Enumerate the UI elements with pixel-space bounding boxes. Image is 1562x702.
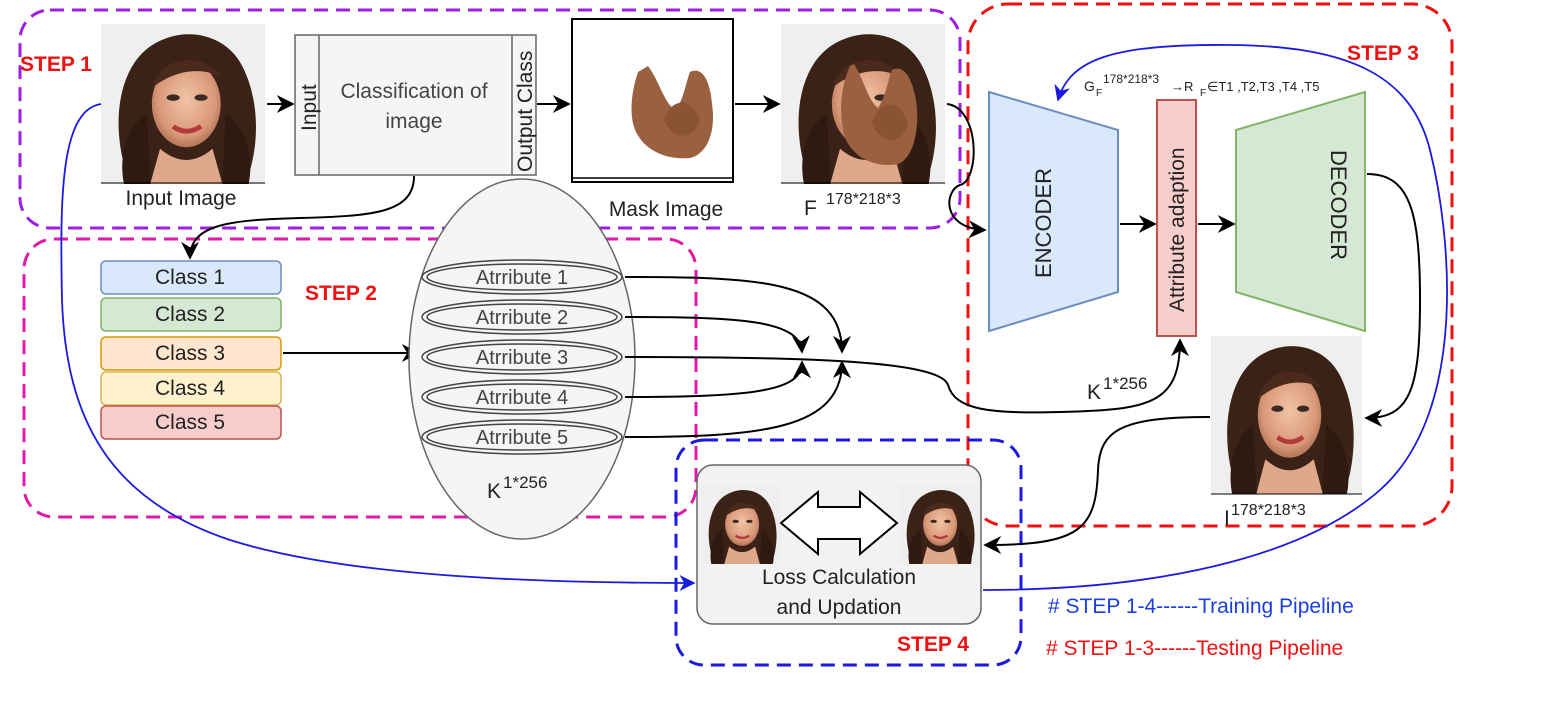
step3-region: [966, 2, 1454, 528]
masked-image-letter: F: [804, 197, 817, 220]
attribute-label: Atrribute 2: [476, 307, 568, 329]
output-image: [1211, 336, 1362, 494]
decoder-label: DECODER: [1326, 150, 1351, 260]
mask-image: [571, 18, 734, 183]
step3-label: STEP 3: [1347, 42, 1419, 65]
classifier-output-label: Output Class: [514, 51, 537, 172]
classifier-input-label: Input: [298, 84, 321, 131]
attribute-k-sup: 1*256: [503, 473, 547, 492]
attribute-label: Atrribute 5: [476, 427, 568, 449]
encoder-block: [988, 90, 1119, 333]
step4-label: STEP 4: [897, 633, 969, 656]
encoder-label: ENCODER: [1031, 168, 1056, 278]
output-image-letter: I: [1224, 507, 1230, 530]
class-box-1: Class 1: [100, 260, 282, 295]
compare-double-arrow: [779, 489, 899, 557]
attribute-item-3: Atrribute 3: [421, 339, 623, 375]
arrow-masked-to-encoder: [946, 103, 987, 239]
formula-rest: ∈T1 ,T2,T3 ,T4 ,T5: [1207, 79, 1319, 94]
formula-g: G: [1084, 78, 1095, 94]
attribute-k-letter: K: [487, 480, 501, 503]
output-image-label: I: [1224, 507, 1230, 530]
testing-pipeline-note: # STEP 1-3------Testing Pipeline: [1046, 637, 1343, 660]
masked-face-image: [781, 24, 945, 184]
attribute-label: Atrribute 3: [476, 347, 568, 369]
output-image-sup: 178*218*3: [1231, 502, 1306, 519]
attribute-adaption-block: [1156, 99, 1197, 337]
loss-label-line2: and Updation: [777, 596, 902, 619]
class-box-3: Class 3: [100, 336, 282, 371]
attribute-item-1: Atrribute 1: [421, 259, 623, 295]
arrow-output-to-loss: [983, 416, 1211, 554]
attribute-item-5: Atrribute 5: [421, 419, 623, 455]
step4-region: [674, 438, 1023, 667]
step3-k-sup: 1*256: [1103, 374, 1147, 393]
attribute-label: Atrribute 4: [476, 387, 568, 409]
formula-r-sub: F: [1200, 88, 1206, 99]
class-label: Class 4: [155, 377, 225, 400]
attribute-adaption-label: Attribute adaption: [1166, 147, 1189, 312]
classifier-block: [294, 34, 537, 176]
attribute-list: Atrribute 1 Atrribute 2 Atrribute 3 Atrribu…: [421, 259, 623, 455]
classifier-title-line2: image: [385, 110, 442, 133]
decoder-block: [1235, 90, 1366, 333]
formula-g-letter: G: [1084, 78, 1095, 94]
class-label: Class 2: [155, 303, 225, 326]
class-list: Class 1 Class 2 Class 3 Class 4 Class 5: [100, 260, 282, 440]
input-image: [101, 24, 265, 184]
step3-k-label: K: [1087, 381, 1101, 404]
formula-g-sup: 178*218*3: [1103, 72, 1159, 86]
class-label: Class 3: [155, 342, 225, 365]
arrow-decoder-to-output: [1364, 173, 1422, 427]
formula-g-sub: F: [1096, 88, 1102, 99]
class-box-4: Class 4: [100, 371, 282, 406]
step1-label: STEP 1: [20, 53, 92, 76]
training-loss-to-adaption-line: [982, 44, 1448, 591]
classifier-title-line1: Classification of: [340, 80, 487, 103]
attribute-aggregation-arrows: [624, 276, 1189, 438]
attribute-label: Atrribute 1: [476, 267, 568, 289]
mask-image-label: Mask Image: [609, 198, 723, 221]
loss-label-line1: Loss Calculation: [762, 566, 916, 589]
class-label: Class 5: [155, 411, 225, 434]
training-input-to-loss-line: [60, 103, 696, 592]
attribute-item-2: Atrribute 2: [421, 299, 623, 335]
masked-image-label: F: [804, 197, 817, 220]
formula-arrow-r: →R: [1171, 79, 1193, 94]
step2-label: STEP 2: [305, 282, 377, 305]
masked-image-sup: 178*218*3: [826, 191, 901, 208]
arrow-classifier-to-classes: [181, 175, 415, 260]
class-box-5: Class 5: [100, 405, 282, 440]
class-label: Class 1: [155, 266, 225, 289]
loss-output-image: [896, 483, 981, 566]
attribute-item-4: Atrribute 4: [421, 379, 623, 415]
class-box-2: Class 2: [100, 297, 282, 332]
input-image-label: Input Image: [126, 187, 237, 210]
loss-input-image: [698, 483, 783, 566]
training-pipeline-note: # STEP 1-4------Training Pipeline: [1048, 595, 1354, 618]
step3-k-letter: K: [1087, 381, 1101, 404]
attribute-k-label: K: [487, 480, 501, 503]
